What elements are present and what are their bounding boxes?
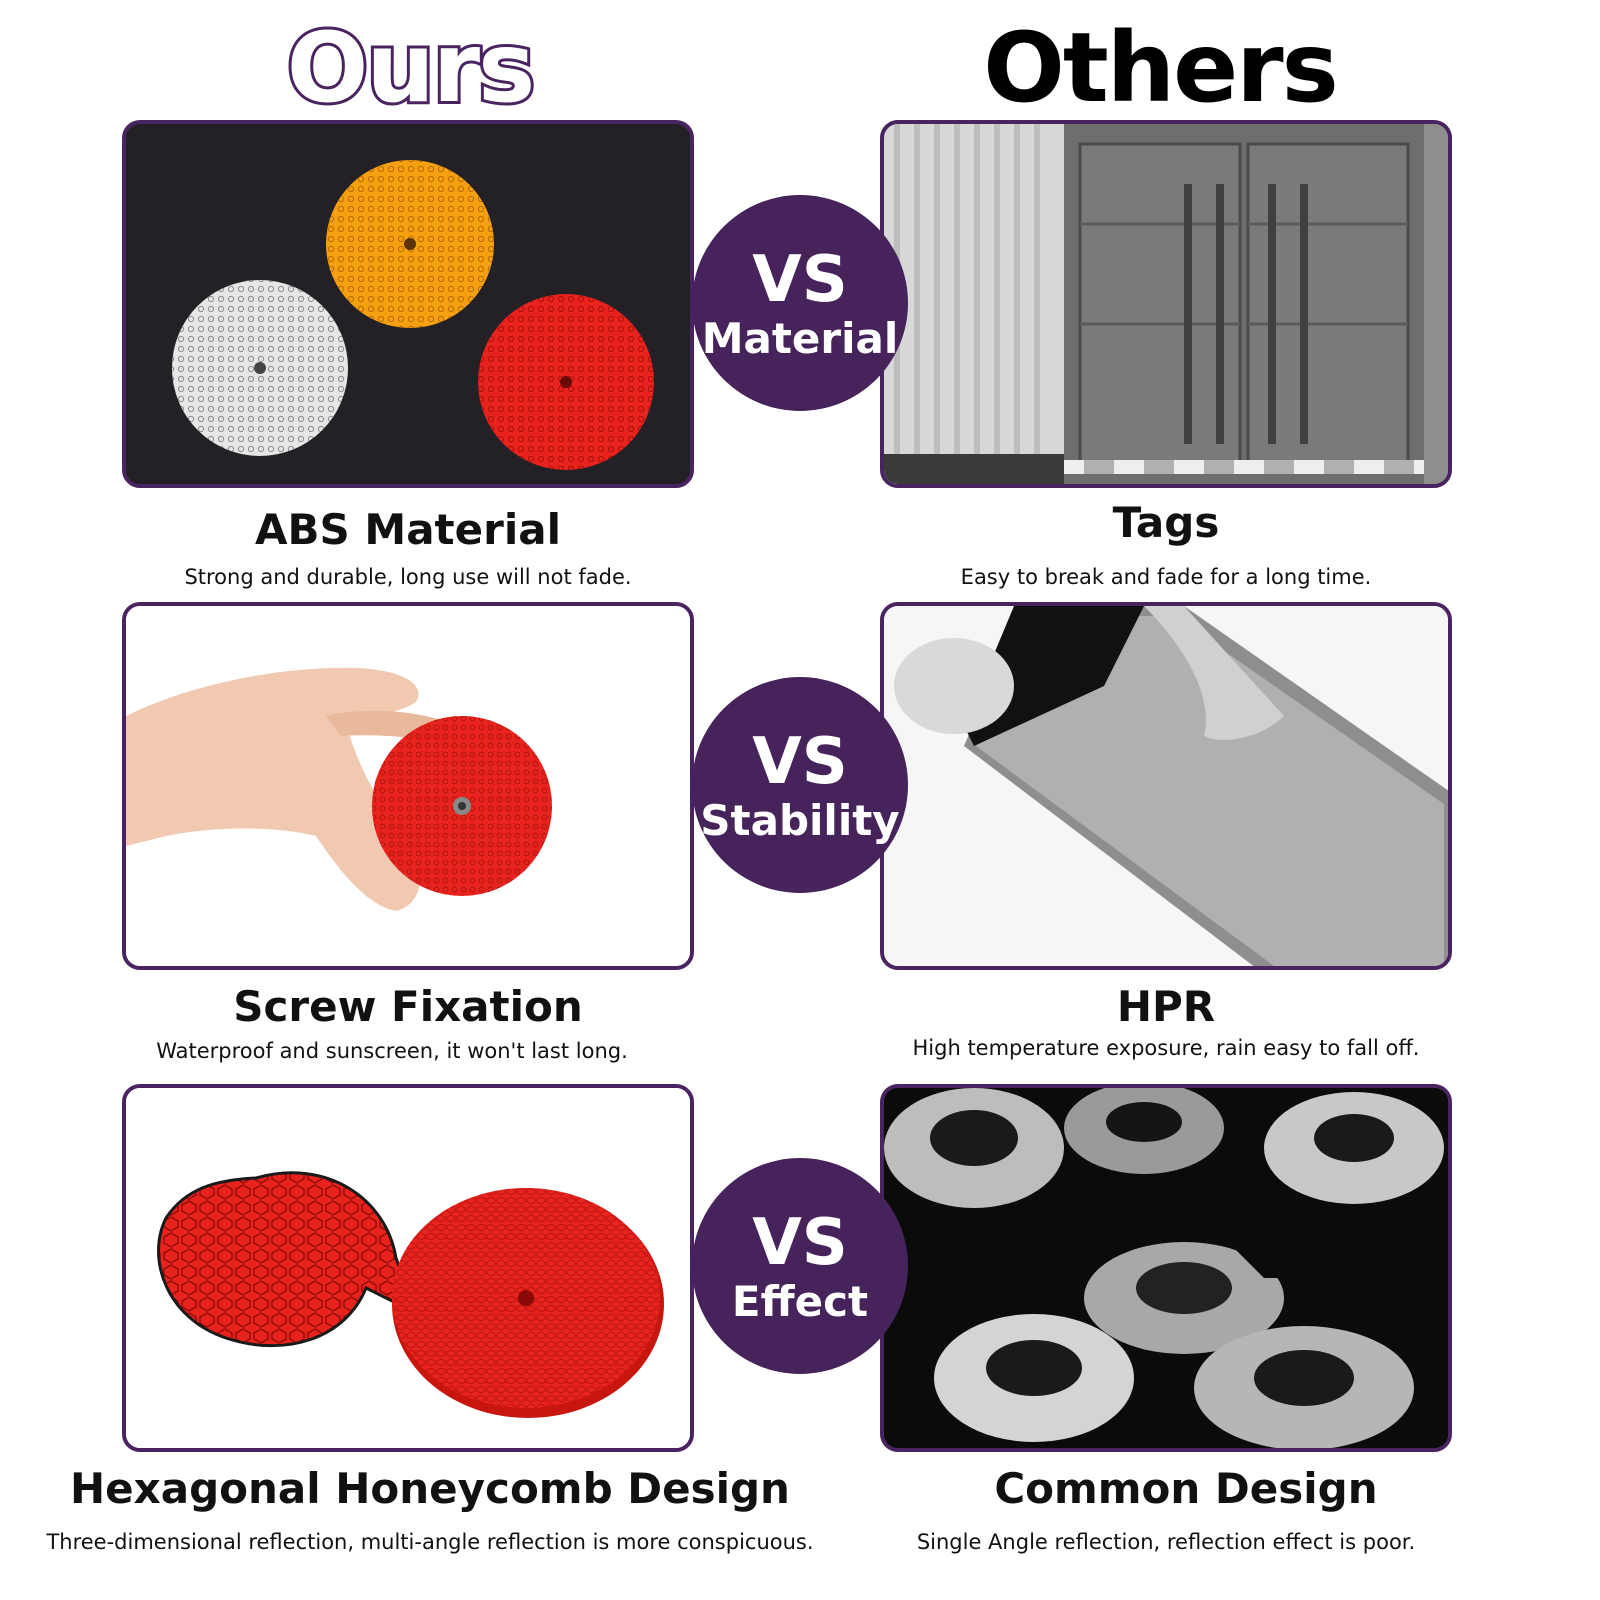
- container-doors: [1064, 124, 1424, 484]
- ours-title-material: ABS Material: [255, 505, 561, 554]
- vs-category-label: Stability: [700, 796, 900, 845]
- tape-roll: [884, 1088, 1064, 1208]
- chevron-pattern: [904, 1198, 1424, 1318]
- tape-rolls-illustration: [884, 1088, 1448, 1448]
- ours-effect-image: [122, 1084, 694, 1452]
- vs-badge-effect: VS Effect: [692, 1158, 908, 1374]
- amber-reflector: [326, 160, 494, 328]
- white-reflector: [172, 280, 348, 456]
- hand-holding-reflector-illustration: [126, 606, 690, 966]
- others-title-material: Tags: [1112, 498, 1220, 547]
- ours-material-image: [122, 120, 694, 488]
- ours-title-effect: Hexagonal Honeycomb Design: [70, 1464, 790, 1513]
- container-side: [884, 124, 1064, 484]
- ours-desc-material: Strong and durable, long use will not fa…: [184, 565, 632, 589]
- others-heading: Others: [983, 12, 1338, 124]
- vs-label: VS: [752, 725, 848, 799]
- ours-desc-effect: Three-dimensional reflection, multi-angl…: [46, 1530, 814, 1554]
- ours-stability-image: [122, 602, 694, 970]
- vs-category-label: Effect: [731, 1277, 869, 1326]
- vs-badge-stability: VS Stability: [692, 677, 908, 893]
- tape-roll: [934, 1314, 1134, 1442]
- ours-title-stability: Screw Fixation: [233, 982, 583, 1031]
- vs-label: VS: [752, 1206, 848, 1280]
- vs-label: VS: [752, 243, 848, 317]
- truck-container-illustration: [884, 124, 1448, 484]
- red-reflector: [392, 1188, 664, 1418]
- others-desc-stability: High temperature exposure, rain easy to …: [912, 1036, 1420, 1060]
- others-desc-effect: Single Angle reflection, reflection effe…: [916, 1530, 1416, 1554]
- red-reflector: [478, 294, 654, 470]
- thumb-shape: [894, 638, 1014, 734]
- others-stability-image: [880, 602, 1452, 970]
- others-title-stability: HPR: [1116, 982, 1216, 1031]
- tape-roll: [1084, 1242, 1284, 1354]
- others-effect-image: [880, 1084, 1452, 1452]
- zoom-bubble: [157, 1171, 419, 1348]
- vs-category-label: Material: [701, 314, 899, 363]
- others-title-effect: Common Design: [994, 1464, 1378, 1513]
- reflector-trio-illustration: [126, 124, 690, 484]
- red-reflector: [372, 716, 552, 896]
- tape-roll: [1064, 1088, 1224, 1174]
- tape-strip: [964, 606, 1448, 966]
- tape-roll: [1194, 1326, 1414, 1448]
- vs-badge-material: VS Material: [692, 195, 908, 411]
- honeycomb-reflector-illustration: [126, 1088, 690, 1448]
- others-desc-material: Easy to break and fade for a long time.: [960, 565, 1372, 589]
- ours-heading: Ours: [284, 12, 538, 124]
- others-material-image: [880, 120, 1452, 488]
- peeling-tape-illustration: [884, 606, 1448, 966]
- ours-desc-stability: Waterproof and sunscreen, it won't last …: [156, 1039, 628, 1063]
- tape-roll: [1264, 1092, 1444, 1204]
